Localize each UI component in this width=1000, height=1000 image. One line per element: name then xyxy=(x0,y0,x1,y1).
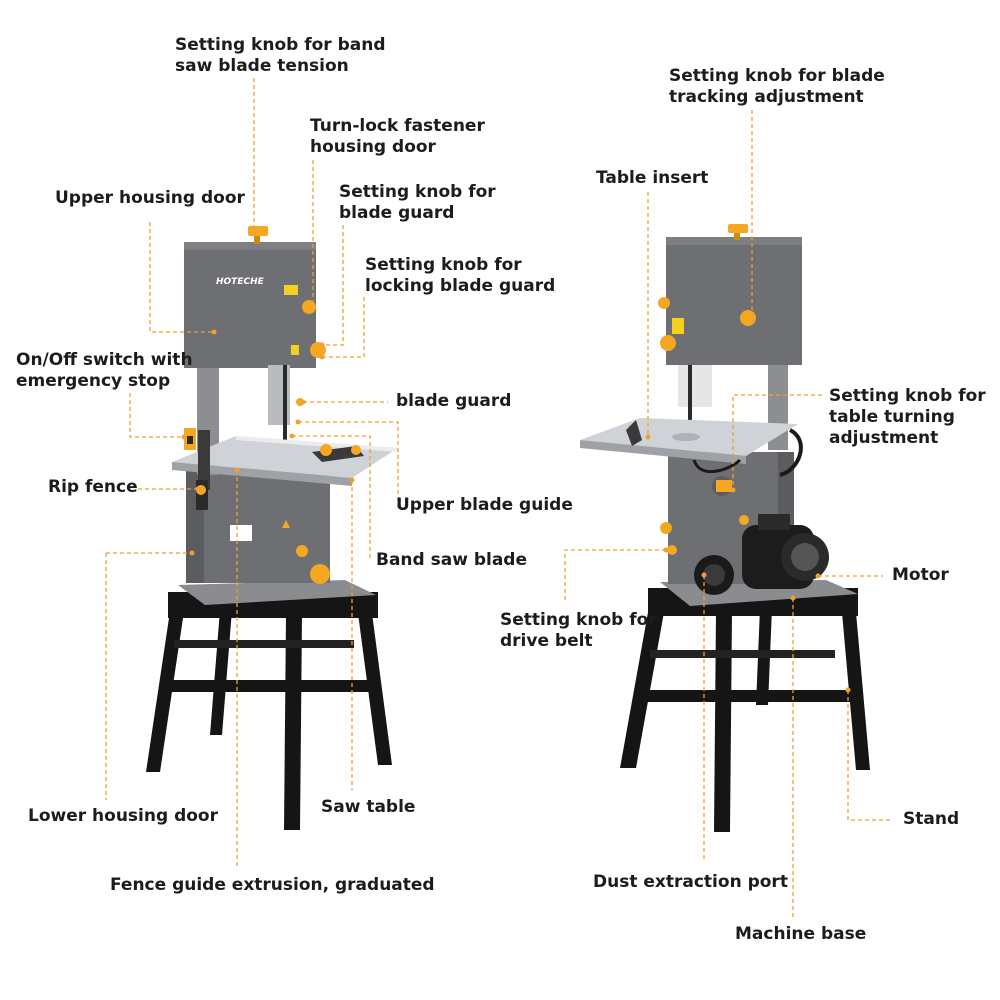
label-line: blade guard xyxy=(339,203,455,223)
label-line: Band saw blade xyxy=(376,550,527,570)
label-saw-table: Saw table xyxy=(321,797,415,818)
label-line: Lower housing door xyxy=(28,806,218,826)
label-line: Motor xyxy=(892,565,949,585)
right-stand xyxy=(620,588,870,832)
label-upper-blade-guide: Upper blade guide xyxy=(396,495,573,516)
label-line: On/Off switch with xyxy=(16,350,193,370)
label-line: Fence guide extrusion, graduated xyxy=(110,875,435,895)
label-line: Setting knob for xyxy=(500,610,657,630)
left-bandsaw: HOTECHE xyxy=(146,226,398,830)
callout-dots xyxy=(181,317,851,693)
callout-lines xyxy=(105,78,892,918)
label-blade-tracking: Setting knob for blade tracking adjustme… xyxy=(669,66,885,108)
label-line: Saw table xyxy=(321,797,416,817)
label-turn-lock-fastener: Turn-lock fastener housing door xyxy=(310,116,485,158)
label-line: Setting knob for xyxy=(365,255,522,275)
label-fence-guide-extrusion: Fence guide extrusion, graduated xyxy=(110,875,435,896)
label-line: adjustment xyxy=(829,428,939,448)
label-blade-tension: Setting knob for band saw blade tension xyxy=(175,35,386,77)
label-lower-housing-door: Lower housing door xyxy=(28,806,218,827)
label-motor: Motor xyxy=(892,565,949,586)
label-line: housing door xyxy=(310,137,436,157)
left-stand xyxy=(146,592,392,830)
label-line: locking blade guard xyxy=(365,276,556,296)
label-line: Turn-lock fastener xyxy=(310,116,485,136)
label-knob-blade-guard: Setting knob for blade guard xyxy=(339,182,496,224)
right-motor xyxy=(739,514,829,589)
label-onoff-switch: On/Off switch with emergency stop xyxy=(16,350,193,392)
label-line: Setting knob for xyxy=(339,182,496,202)
label-line: Rip fence xyxy=(48,477,138,497)
label-knob-locking-blade-guard: Setting knob for locking blade guard xyxy=(365,255,555,297)
label-band-saw-blade: Band saw blade xyxy=(376,550,527,571)
label-line: Dust extraction port xyxy=(593,872,788,892)
label-line: Machine base xyxy=(735,924,867,944)
label-dust-extraction-port: Dust extraction port xyxy=(593,872,788,893)
label-line: Table insert xyxy=(596,168,709,188)
label-line: Stand xyxy=(903,809,960,829)
label-machine-base: Machine base xyxy=(735,924,866,945)
label-drive-belt: Setting knob for drive belt xyxy=(500,610,657,652)
label-line: table turning xyxy=(829,407,955,427)
right-bandsaw xyxy=(580,224,870,832)
label-line: emergency stop xyxy=(16,371,171,391)
label-stand: Stand xyxy=(903,809,959,830)
label-table-insert: Table insert xyxy=(596,168,708,189)
label-line: Setting knob for blade xyxy=(669,66,885,86)
brand-logo: HOTECHE xyxy=(216,277,265,287)
label-line: blade guard xyxy=(396,391,512,411)
label-line: Upper blade guide xyxy=(396,495,573,515)
label-line: Setting knob for band xyxy=(175,35,386,55)
label-line: Setting knob for xyxy=(829,386,986,406)
label-line: Upper housing door xyxy=(55,188,245,208)
label-upper-housing-door: Upper housing door xyxy=(55,188,245,209)
label-table-turning: Setting knob for table turning adjustmen… xyxy=(829,386,986,449)
label-line: saw blade tension xyxy=(175,56,349,76)
left-machine-base xyxy=(178,580,376,605)
label-line: drive belt xyxy=(500,631,593,651)
label-rip-fence: Rip fence xyxy=(48,477,138,498)
label-line: tracking adjustment xyxy=(669,87,864,107)
label-blade-guard: blade guard xyxy=(396,391,511,412)
right-upper-housing xyxy=(666,237,802,365)
